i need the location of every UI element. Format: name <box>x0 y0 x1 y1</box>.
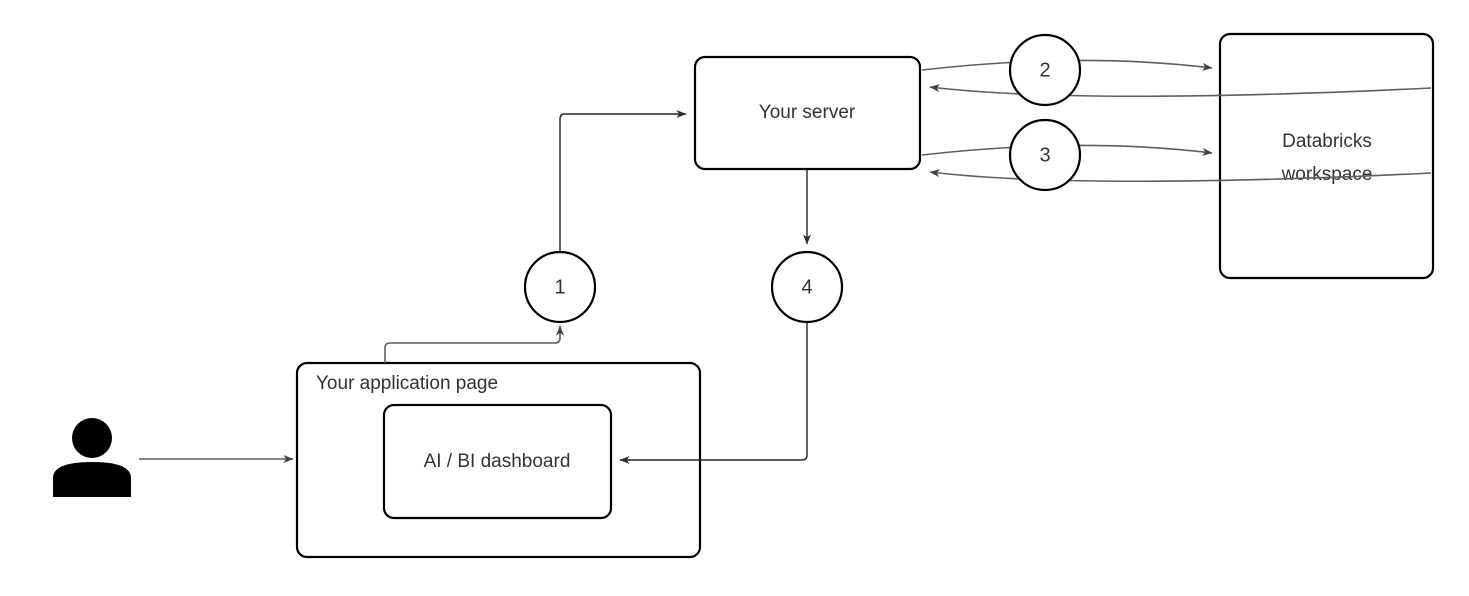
step-marker-4-label: 4 <box>801 276 812 298</box>
step-marker-3[interactable] <box>1008 118 1082 192</box>
edge-app-page-to-step-1 <box>384 325 564 363</box>
node-databricks-workspace[interactable] <box>1218 32 1435 280</box>
step-marker-3-label: 3 <box>1039 144 1050 166</box>
edge-step-1-to-server <box>559 110 687 252</box>
edge-workspace-to-server-response <box>929 84 1432 98</box>
step-marker-1[interactable] <box>523 250 597 324</box>
edge-workspace-to-server-response-2 <box>929 169 1432 183</box>
node-workspace-label-line1: Databricks <box>1282 131 1372 152</box>
node-dashboard[interactable] <box>382 403 613 520</box>
user-person-icon <box>53 418 131 497</box>
node-app-page-label: Your application page <box>316 373 498 394</box>
node-server-label: Your server <box>759 102 856 123</box>
edge-step-4-to-dashboard <box>619 322 808 464</box>
node-dashboard-label: AI / BI dashboard <box>424 451 571 472</box>
node-workspace-label-line2: workspace <box>1281 164 1373 185</box>
step-marker-2[interactable] <box>1008 33 1082 107</box>
step-marker-2-label: 2 <box>1039 59 1050 81</box>
step-marker-1-label: 1 <box>554 276 565 298</box>
